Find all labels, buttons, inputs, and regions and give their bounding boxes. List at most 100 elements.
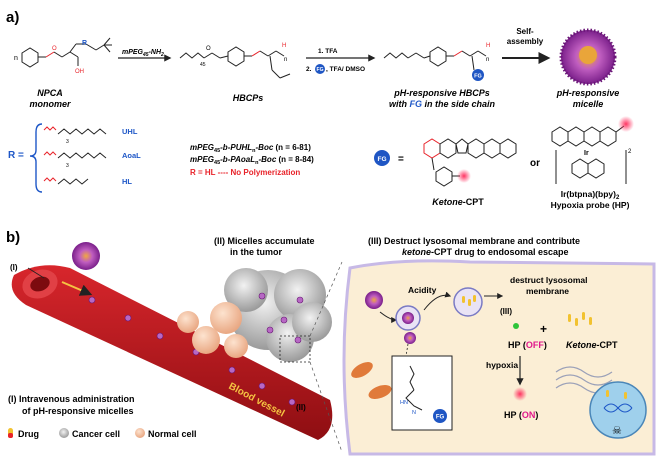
r-group-aoal-name: AoaL bbox=[122, 151, 141, 160]
hbcp-O: O bbox=[206, 46, 211, 52]
no-polymerization-note: R = HL ---- No Polymerization bbox=[190, 168, 300, 177]
hp-off-label: HP (OFF) bbox=[508, 340, 547, 350]
zoom-line-bottom bbox=[309, 361, 343, 453]
endosome-2-drugs bbox=[462, 295, 476, 306]
stage-3-mark: (III) bbox=[500, 307, 512, 316]
r-group-hl-name: HL bbox=[122, 177, 132, 186]
uptake-arrow bbox=[379, 311, 398, 323]
fg-badge-legend bbox=[374, 150, 390, 166]
self-assembly-2: assembly bbox=[507, 37, 544, 46]
aldehyde-glow bbox=[618, 116, 634, 132]
ir-bracket-sub: 2 bbox=[628, 149, 632, 155]
hp-off-dot bbox=[513, 323, 519, 329]
r-group-uhl-structure bbox=[43, 126, 107, 135]
ph-hbcp-n: n bbox=[486, 57, 489, 63]
hypoxia-label: hypoxia bbox=[486, 360, 518, 370]
r-group-aoal-sub: 3 bbox=[66, 163, 69, 169]
hbcp-structure bbox=[179, 46, 291, 79]
monomer-O: O bbox=[52, 46, 57, 52]
r-group-hl-structure bbox=[43, 177, 89, 185]
fg-badge-step2 bbox=[315, 64, 325, 74]
stage-1-caption-1: (I) Intravenous administration bbox=[8, 394, 135, 404]
stage-2-mark: (II) bbox=[296, 403, 306, 412]
micelle-graphic bbox=[559, 28, 617, 86]
monomer-caption-1: NPCA bbox=[37, 88, 63, 98]
fg-badge-polymer-label: FG bbox=[474, 74, 482, 80]
mitochondria bbox=[351, 362, 392, 399]
micelle-caption-2: micelle bbox=[573, 99, 604, 109]
monomer-R: R bbox=[82, 40, 87, 47]
blood-vessel-graphic bbox=[11, 265, 333, 440]
ph-hbcp-structure bbox=[383, 46, 487, 71]
normal-cells bbox=[177, 302, 248, 358]
panel-b-label: b) bbox=[6, 229, 20, 246]
monomer-n: n bbox=[14, 55, 18, 62]
ketone-cpt-structure bbox=[423, 138, 517, 187]
monomer-caption-2: monomer bbox=[29, 99, 71, 109]
iv-micelle bbox=[72, 242, 100, 270]
stage-1-pointer bbox=[27, 267, 45, 279]
hp-on-glow bbox=[513, 387, 527, 401]
legend-cancer-cell-icon bbox=[59, 428, 69, 438]
fg-badge-linker bbox=[433, 409, 447, 423]
r-group-aoal-structure bbox=[43, 151, 107, 159]
fg-equals: = bbox=[398, 154, 404, 165]
linker-atoms-2: N bbox=[412, 410, 416, 416]
endocytosis-micelle bbox=[365, 291, 383, 309]
ph-hbcp-caption-2: with FG in the side chain bbox=[389, 99, 496, 109]
acidity-label: Acidity bbox=[408, 285, 437, 295]
hp-description: Hypoxia probe (HP) bbox=[551, 200, 630, 210]
r-label: R = bbox=[8, 150, 24, 161]
npca-monomer-structure bbox=[21, 37, 112, 68]
stage-1-mark: (I) bbox=[10, 263, 18, 272]
acidity-arrow bbox=[423, 291, 452, 311]
legend-drug-icon bbox=[8, 428, 13, 438]
destruct-label-2: membrane bbox=[526, 286, 569, 296]
endosome-1-micelle bbox=[402, 312, 414, 324]
fg-badge-legend-label: FG bbox=[377, 156, 386, 163]
ph-hbcp-H: H bbox=[486, 43, 490, 49]
monomer-OH: OH bbox=[75, 69, 84, 75]
inset-micelle bbox=[404, 332, 416, 344]
linker-structure bbox=[405, 365, 423, 411]
r-group-uhl-sub: 3 bbox=[66, 139, 69, 145]
fg-badge-step2-label: FG bbox=[317, 67, 324, 73]
fg-badge-linker-label: FG bbox=[436, 415, 445, 421]
nucleus-drugs bbox=[606, 390, 627, 399]
polymer-puhl: mPEG45-b-PUHLn-Boc (n = 6-81) bbox=[190, 143, 311, 154]
ir-complex-structure bbox=[551, 125, 627, 184]
ph-hbcp-caption-1: pH-responsive HBCPs bbox=[393, 88, 490, 98]
hbcp-45: 45 bbox=[200, 62, 206, 68]
flow-arrow bbox=[61, 281, 93, 296]
plus-sign: + bbox=[540, 322, 547, 336]
stage-2-title-1: (II) Micelles accumulate bbox=[214, 236, 315, 246]
fg-badge-polymer bbox=[472, 69, 484, 81]
hbcp-caption: HBCPs bbox=[233, 93, 264, 103]
stage-3-title-1: (III) Destruct lysosomal membrane and co… bbox=[368, 236, 580, 246]
stage-1-caption-2: of pH-responsive micelles bbox=[22, 406, 134, 416]
legend-normal-cell-icon bbox=[135, 428, 145, 438]
hp-name: Ir(btpna)(bpy)2 bbox=[561, 189, 620, 201]
legend-drug: Drug bbox=[18, 429, 39, 439]
reaction-step-2-num: 2. bbox=[306, 66, 312, 73]
or-label: or bbox=[530, 158, 540, 169]
zoom-line-top bbox=[309, 261, 343, 337]
panel-a-label: a) bbox=[6, 9, 19, 26]
reaction-step-1: 1. TFA bbox=[318, 48, 338, 55]
vessel-micelles bbox=[88, 296, 296, 406]
linker-atoms: HN bbox=[400, 400, 408, 406]
ir-atom: Ir bbox=[584, 150, 589, 157]
ketone-glow bbox=[457, 169, 471, 183]
r-brace bbox=[29, 123, 43, 193]
stage-2-title-2: in the tumor bbox=[230, 247, 282, 257]
polymer-paoal: mPEG45-b-PAoaLn-Boc (n = 8-84) bbox=[190, 155, 314, 166]
self-assembly-1: Self- bbox=[516, 27, 534, 36]
hbcp-n: n bbox=[284, 57, 287, 63]
stage-3-title-2: ketone-CPT drug to endosomal escape bbox=[402, 247, 569, 257]
reagent-1: mPEG45-NH2 bbox=[122, 49, 164, 58]
legend-cancer-cell: Cancer cell bbox=[72, 429, 120, 439]
destruct-label-1: destruct lysosomal bbox=[510, 275, 587, 285]
r-group-uhl-name: UHL bbox=[122, 127, 138, 136]
legend-normal-cell: Normal cell bbox=[148, 429, 197, 439]
